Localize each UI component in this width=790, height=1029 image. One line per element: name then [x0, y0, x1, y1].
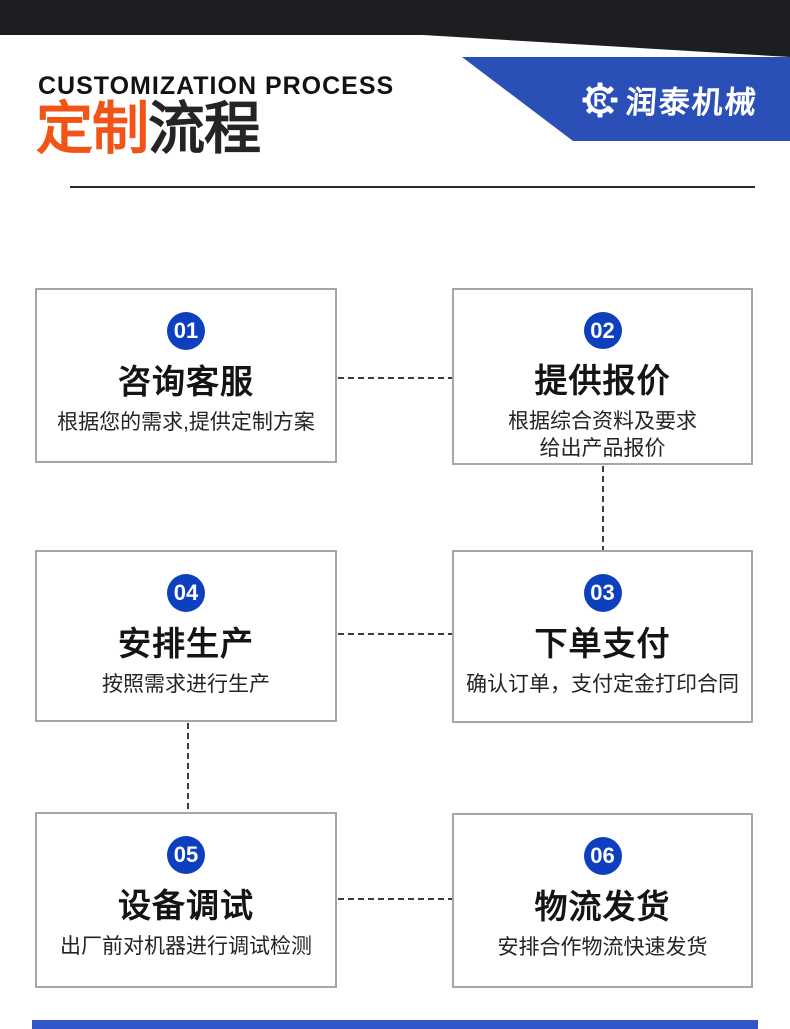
- step-description-line: 安排合作物流快速发货: [497, 936, 708, 959]
- step-card-06: 06 物流发货 安排合作物流快速发货: [452, 813, 753, 988]
- step-number-badge: 02: [583, 312, 622, 350]
- step-number-badge: 04: [167, 574, 205, 612]
- page-title: 定制流程: [36, 97, 261, 161]
- step-description-line: 给出产品报价: [539, 437, 666, 461]
- step-title: 咨询客服: [118, 363, 254, 400]
- brand-name: 润泰机械: [624, 85, 760, 120]
- footer-blue-bar: [32, 1020, 758, 1029]
- step-number-badge: 01: [167, 312, 205, 350]
- step-description: 按照需求进行生产: [102, 672, 270, 699]
- connector-step2-step3: [602, 466, 604, 550]
- step-number-badge: 05: [167, 836, 205, 874]
- step-description: 安排合作物流快速发货: [498, 935, 708, 962]
- header-black-band: [0, 0, 790, 57]
- connector-step4-step5: [187, 723, 189, 812]
- page-title-rest: 流程: [148, 97, 261, 161]
- step-description: 出厂前对机器进行调试检测: [60, 934, 312, 961]
- step-title: 物流发货: [534, 888, 671, 925]
- step-description-line: 确认订单，支付定金打印合同: [466, 673, 739, 696]
- step-description: 确认订单，支付定金打印合同: [466, 672, 739, 699]
- step-number-badge: 03: [583, 574, 622, 612]
- logo-monogram: R: [593, 90, 607, 111]
- step-title: 提供报价: [534, 362, 671, 400]
- connector-step1-step2: [338, 377, 452, 379]
- step-description: 根据综合资料及要求 给出产品报价: [508, 409, 697, 463]
- step-title: 安排生产: [118, 625, 254, 662]
- page-title-accent: 定制: [36, 97, 149, 161]
- step-description-line: 按照需求进行生产: [102, 673, 270, 696]
- step-card-04: 04 安排生产 按照需求进行生产: [35, 550, 337, 722]
- step-card-02: 02 提供报价 根据综合资料及要求 给出产品报价: [452, 288, 753, 465]
- step-description-line: 根据综合资料及要求: [508, 410, 697, 434]
- step-description: 根据您的需求,提供定制方案: [57, 410, 315, 437]
- step-card-03: 03 下单支付 确认订单，支付定金打印合同: [452, 550, 753, 723]
- step-title: 下单支付: [534, 625, 671, 662]
- step-card-01: 01 咨询客服 根据您的需求,提供定制方案: [35, 288, 337, 463]
- step-number-badge: 06: [583, 837, 622, 875]
- gear-icon: R: [582, 82, 618, 117]
- header-subtitle-en: CUSTOMIZATION PROCESS: [38, 72, 395, 100]
- step-card-05: 05 设备调试 出厂前对机器进行调试检测: [35, 812, 337, 988]
- connector-step5-step6: [338, 898, 452, 900]
- connector-step4-step3: [338, 633, 452, 635]
- step-description-line: 根据您的需求,提供定制方案: [57, 411, 315, 434]
- step-title: 设备调试: [118, 887, 254, 924]
- brand-logo: R 润泰机械: [580, 77, 760, 122]
- header-divider: [70, 186, 755, 188]
- step-description-line: 出厂前对机器进行调试检测: [60, 935, 312, 958]
